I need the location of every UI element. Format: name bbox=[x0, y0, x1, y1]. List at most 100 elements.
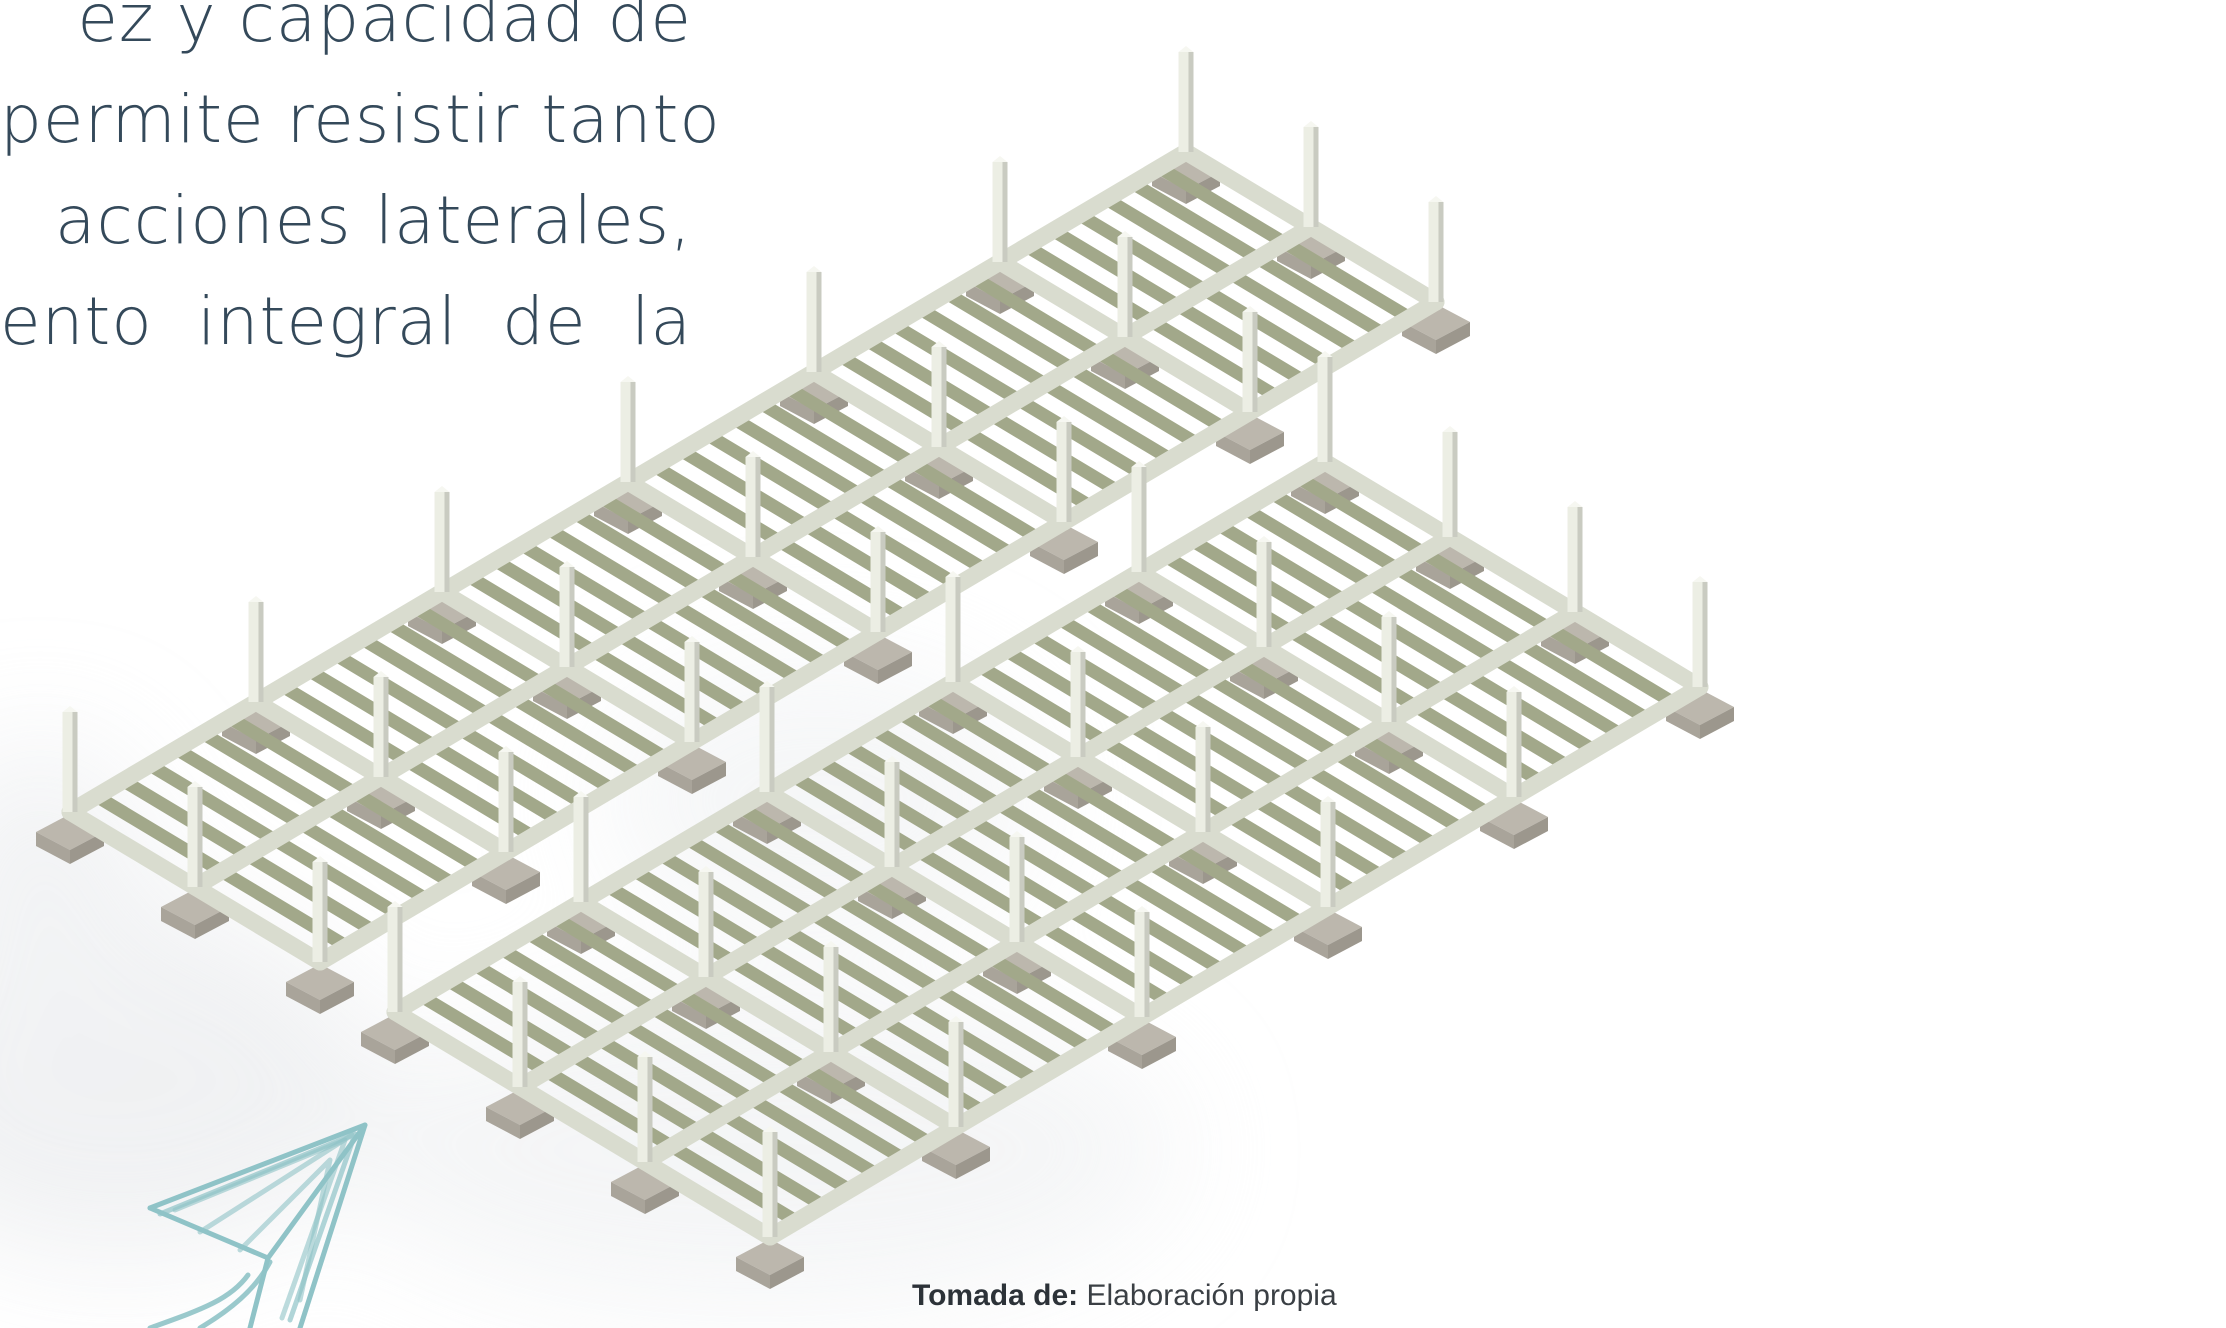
column-shade bbox=[72, 712, 78, 812]
joist bbox=[1026, 628, 1415, 867]
footing-side bbox=[858, 887, 892, 919]
column-shade bbox=[755, 457, 761, 557]
footing-side bbox=[919, 702, 953, 734]
column-shade bbox=[941, 347, 947, 447]
footing-side bbox=[956, 1147, 990, 1179]
column-cap bbox=[745, 451, 761, 457]
column-cap bbox=[1178, 46, 1194, 52]
footing-side bbox=[611, 1182, 645, 1214]
footing-side bbox=[547, 922, 581, 954]
footing-side bbox=[1142, 1037, 1176, 1069]
column-cap bbox=[884, 756, 900, 762]
column-cap bbox=[1056, 416, 1072, 422]
joist bbox=[468, 958, 857, 1197]
footing-side bbox=[195, 907, 229, 939]
joist bbox=[1105, 581, 1494, 820]
beam bbox=[1130, 563, 1523, 806]
column-shade bbox=[1516, 692, 1522, 797]
joist bbox=[494, 942, 883, 1181]
footing-side bbox=[1700, 707, 1734, 739]
column-cap bbox=[1117, 231, 1133, 237]
footing-side bbox=[1416, 557, 1450, 589]
column-shade bbox=[1577, 507, 1583, 612]
column-shade bbox=[1127, 237, 1133, 337]
column-shade bbox=[769, 687, 775, 792]
footing-side bbox=[506, 872, 540, 904]
column-shade bbox=[1066, 422, 1072, 522]
column-shade bbox=[508, 752, 514, 852]
joist bbox=[1079, 596, 1468, 835]
joist bbox=[627, 864, 1016, 1103]
footing-side bbox=[161, 907, 195, 939]
footing-side bbox=[408, 612, 442, 644]
beam bbox=[758, 783, 1151, 1026]
column-shade bbox=[772, 1132, 778, 1237]
figure-caption: Tomada de: Elaboración propia bbox=[912, 1279, 1337, 1313]
footing-side bbox=[486, 1107, 520, 1139]
beam bbox=[636, 603, 1584, 1171]
column-shade bbox=[383, 677, 389, 777]
joist bbox=[1238, 502, 1627, 741]
footing-side bbox=[222, 722, 256, 754]
footing-side bbox=[1108, 1037, 1142, 1069]
footing-side bbox=[878, 652, 912, 684]
column-shade bbox=[1252, 312, 1258, 412]
column-shade bbox=[522, 982, 528, 1087]
column-cap bbox=[945, 571, 961, 577]
joist bbox=[1159, 549, 1548, 788]
beam bbox=[761, 678, 1709, 1246]
joist bbox=[866, 722, 1255, 961]
column-cap bbox=[684, 636, 700, 642]
footing-side bbox=[1277, 247, 1311, 279]
footing-side bbox=[983, 962, 1017, 994]
column-shade bbox=[1002, 162, 1008, 262]
footing-side bbox=[1514, 817, 1548, 849]
footing-side bbox=[70, 832, 104, 864]
footing-side bbox=[1541, 632, 1575, 664]
paragraph-line: acciones laterales, bbox=[55, 182, 692, 259]
column-cap bbox=[823, 941, 839, 947]
column-cap bbox=[1506, 686, 1522, 692]
joist bbox=[840, 738, 1229, 977]
paragraph-line: permite resistir tanto bbox=[0, 81, 721, 158]
column-shade bbox=[1080, 652, 1086, 757]
column-shade bbox=[630, 382, 636, 482]
column-cap bbox=[1134, 906, 1150, 912]
footing-side bbox=[1666, 707, 1700, 739]
joist bbox=[893, 706, 1282, 945]
joist bbox=[733, 801, 1122, 1040]
column-shade bbox=[569, 567, 575, 667]
column-cap bbox=[698, 866, 714, 872]
column-shade bbox=[694, 642, 700, 742]
joist bbox=[601, 879, 990, 1118]
column-shade bbox=[894, 762, 900, 867]
column-cap bbox=[759, 681, 775, 687]
column-shade bbox=[833, 947, 839, 1052]
beam bbox=[386, 1003, 779, 1246]
column-cap bbox=[637, 1051, 653, 1057]
footing-side bbox=[1030, 542, 1064, 574]
column-shade bbox=[1205, 727, 1211, 832]
column-shade bbox=[1313, 127, 1319, 227]
joist bbox=[415, 989, 804, 1228]
joist bbox=[680, 832, 1069, 1071]
footing-side bbox=[719, 577, 753, 609]
column-shade bbox=[258, 602, 264, 702]
beam bbox=[511, 528, 1459, 1096]
footing-side bbox=[286, 982, 320, 1014]
footing-side bbox=[1436, 322, 1470, 354]
column-shade bbox=[322, 862, 328, 962]
footing-side bbox=[594, 502, 628, 534]
beam bbox=[1316, 453, 1709, 696]
beam bbox=[572, 893, 965, 1136]
beam bbox=[944, 673, 1337, 916]
footing-side bbox=[1230, 667, 1264, 699]
column-cap bbox=[1303, 121, 1319, 127]
joist bbox=[654, 848, 1043, 1087]
footing-side bbox=[520, 1107, 554, 1139]
column-cap bbox=[1070, 646, 1086, 652]
joist bbox=[1265, 486, 1654, 725]
column-cap bbox=[312, 856, 328, 862]
footing-side bbox=[1152, 172, 1186, 204]
